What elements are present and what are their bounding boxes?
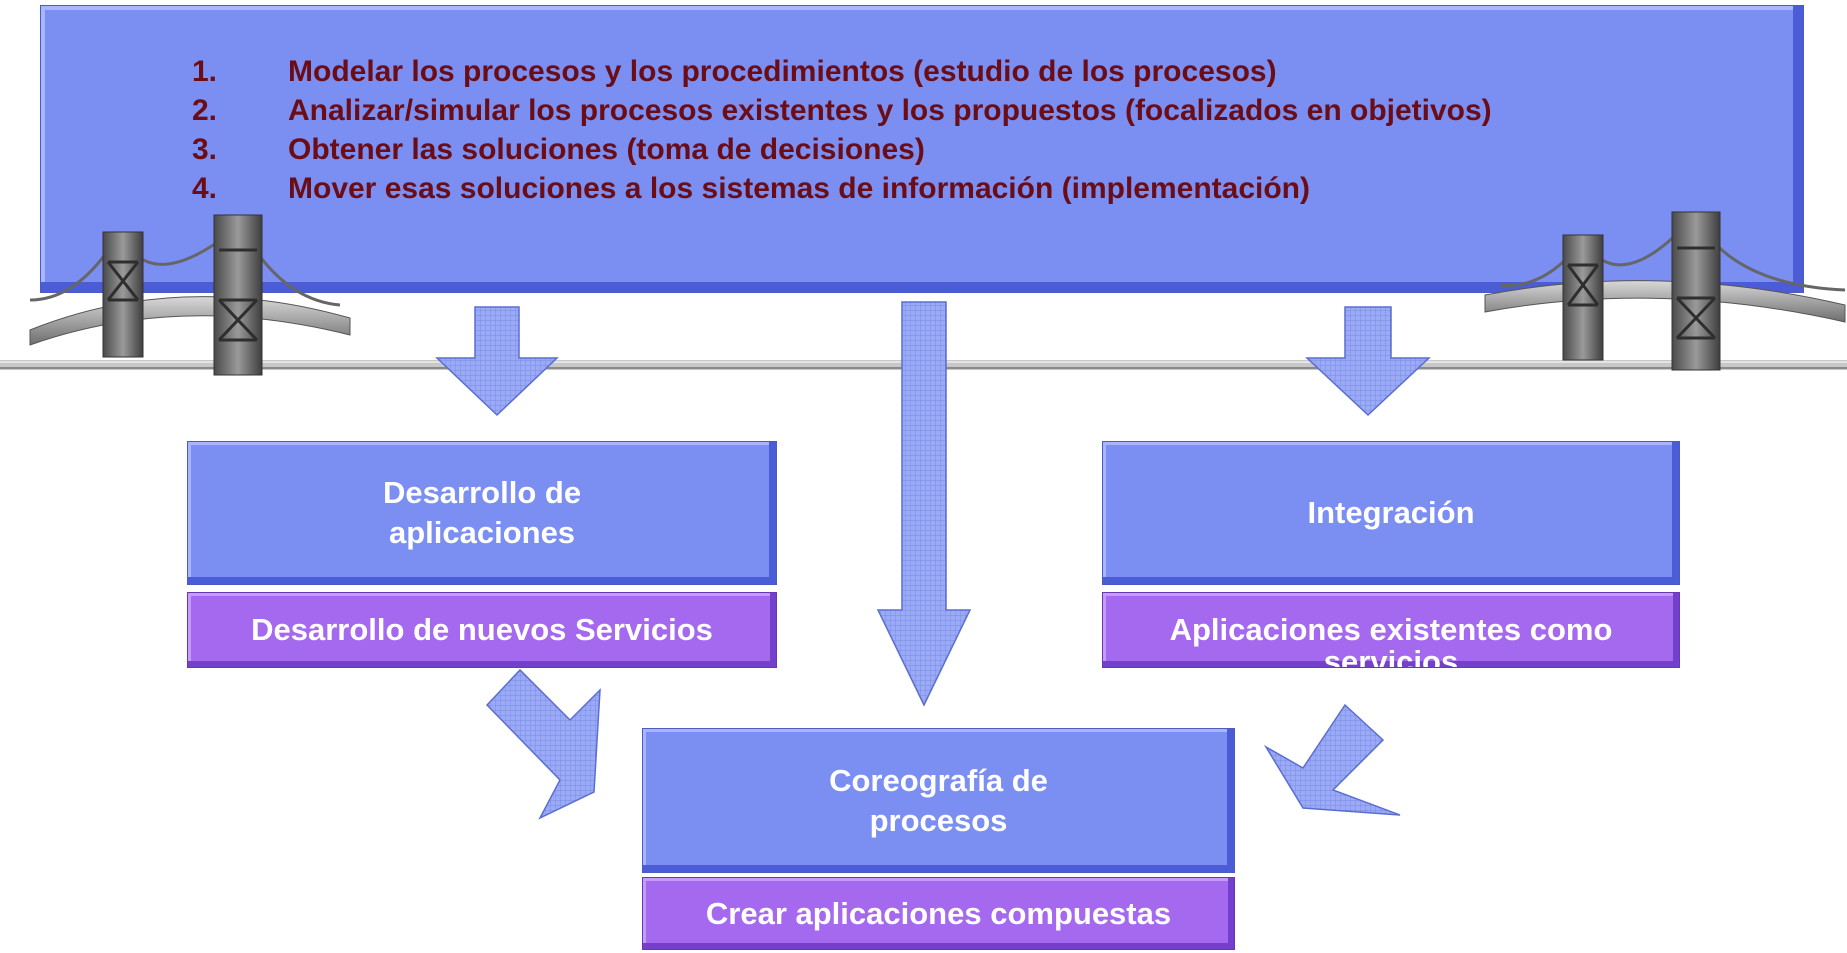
new-services-box: Desarrollo de nuevos Servicios	[187, 592, 777, 668]
road-line	[0, 360, 1847, 370]
step-item: 4. Mover esas soluciones a los sistemas d…	[192, 169, 1812, 208]
step-text: Obtener las soluciones (toma de decision…	[288, 133, 925, 166]
new-services-label: Desarrollo de nuevos Servicios	[251, 612, 713, 647]
step-number: 3.	[192, 133, 218, 166]
title-line: Coreografía de	[829, 762, 1048, 798]
title-line: procesos	[869, 802, 1008, 838]
step-text: Modelar los procesos y los procedimiento…	[288, 55, 1277, 88]
step-text: Mover esas soluciones a los sistemas de …	[288, 172, 1310, 205]
composite-apps-box: Crear aplicaciones compuestas	[642, 877, 1235, 950]
existing-apps-box: Aplicaciones existentes como servicios	[1102, 592, 1680, 668]
step-text: Analizar/simular los procesos existentes…	[288, 94, 1492, 127]
process-choreography-title: Coreografía de procesos	[829, 761, 1048, 841]
app-development-box: Desarrollo de aplicaciones	[187, 441, 777, 585]
step-item: 3. Obtener las soluciones (toma de decisi…	[192, 130, 1812, 169]
step-item: 2. Analizar/simular los procesos existent…	[192, 91, 1812, 130]
process-choreography-box: Coreografía de procesos	[642, 728, 1235, 873]
step-item: 1. Modelar los procesos y los procedimien…	[192, 52, 1812, 91]
steps-list: 1. Modelar los procesos y los procedimien…	[192, 52, 1812, 208]
composite-apps-label: Crear aplicaciones compuestas	[705, 896, 1172, 931]
integration-box: Integración	[1102, 441, 1680, 585]
title-line: aplicaciones	[388, 515, 576, 550]
step-number: 2.	[192, 94, 218, 127]
title-line: Desarrollo de	[382, 475, 582, 510]
step-number: 4.	[192, 172, 218, 205]
integration-title: Integración	[1307, 495, 1475, 530]
step-number: 1.	[192, 55, 218, 88]
existing-apps-label-line2: servicios	[1323, 644, 1459, 668]
existing-apps-label: Aplicaciones existentes como	[1169, 612, 1613, 647]
app-development-title: Desarrollo de aplicaciones	[383, 473, 581, 553]
